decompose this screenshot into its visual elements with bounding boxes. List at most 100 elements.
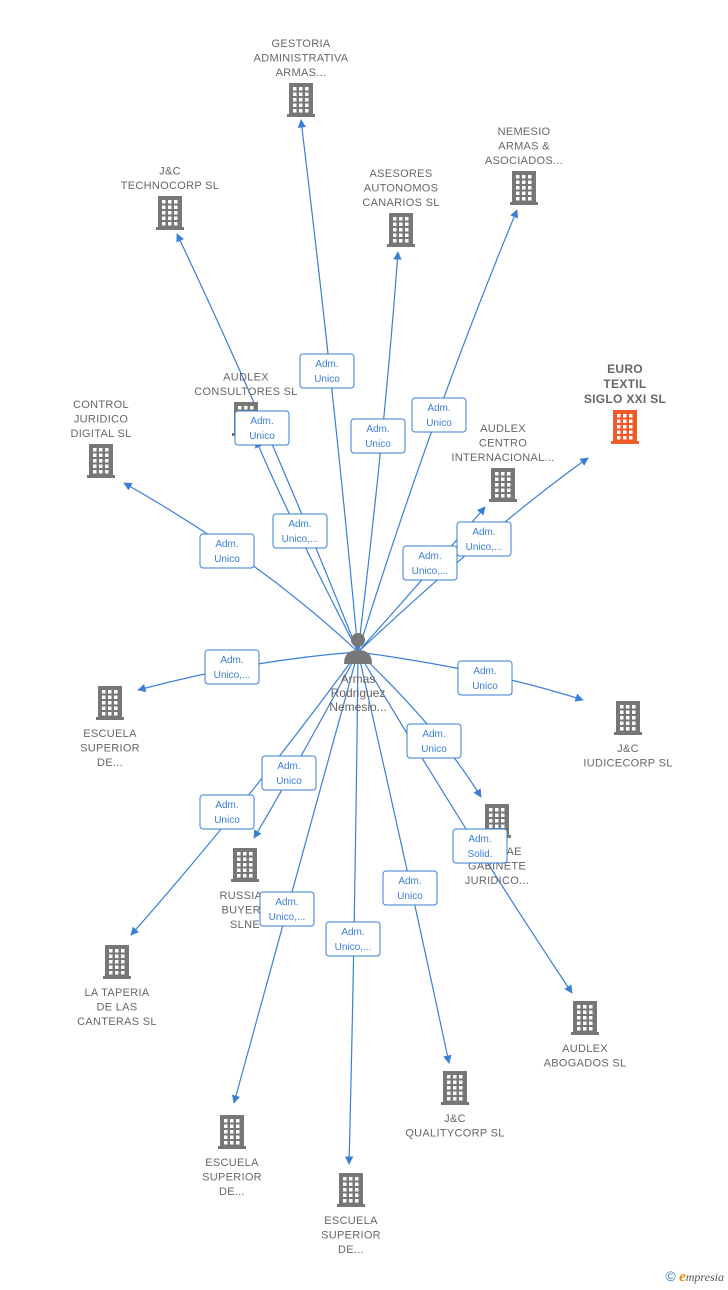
relation-label-jc_quality[interactable]: Adm.Unico xyxy=(382,870,438,906)
company-label-line: EURO xyxy=(607,362,643,376)
relation-label-escuela1[interactable]: Adm.Unico,... xyxy=(204,649,260,685)
relation-label-line: Adm. xyxy=(220,655,243,666)
relation-label-russian[interactable]: Adm.Unico xyxy=(261,755,317,791)
company-label-line: SIGLO XXI SL xyxy=(584,392,666,406)
company-node-escuela3[interactable]: ESCUELASUPERIORDE... xyxy=(321,1173,381,1256)
company-label-line: TECHNOCORP SL xyxy=(121,180,219,192)
company-node-escuela1[interactable]: ESCUELASUPERIORDE... xyxy=(80,686,140,769)
company-node-gestoria[interactable]: GESTORIAADMINISTRATIVAARMAS... xyxy=(254,38,349,117)
company-node-escuela2[interactable]: ESCUELASUPERIORDE... xyxy=(202,1115,262,1198)
relation-label-audlex_centro[interactable]: Adm. Unico,... xyxy=(402,545,458,581)
building-icon xyxy=(231,848,259,882)
company-node-tapería[interactable]: LA TAPERIA DE LAS CANTERAS SL xyxy=(77,945,157,1028)
company-label-line: J&C xyxy=(159,166,181,178)
relation-label-escuela2[interactable]: Adm.Unico,... xyxy=(259,891,315,927)
company-label-line: DE... xyxy=(338,1244,364,1256)
company-node-jc_techno[interactable]: J&C TECHNOCORP SL xyxy=(121,166,219,231)
company-label-line: ASOCIADOS... xyxy=(485,155,563,167)
company-label-line: RUSSIAN xyxy=(220,890,271,902)
building-icon xyxy=(387,213,415,247)
company-label-line: CANTERAS SL xyxy=(77,1016,157,1028)
nodes-layer: GESTORIAADMINISTRATIVAARMAS...NEMESIOARM… xyxy=(70,38,672,1256)
building-icon xyxy=(337,1173,365,1207)
relation-label-line: Unico xyxy=(276,776,302,787)
relation-labels-layer: Adm.UnicoAdm.UnicoAdm.UnicoAdm.UnicoAdm.… xyxy=(199,353,513,957)
company-label-line: INTERNACIONAL... xyxy=(451,452,554,464)
company-label-line: SLNE xyxy=(230,919,260,931)
company-label-line: AUDLEX xyxy=(480,423,526,435)
company-node-russian[interactable]: RUSSIAN BUYERS SLNE xyxy=(220,848,271,931)
company-label-line: LA TAPERIA xyxy=(85,987,150,999)
relation-label-jc_iudice[interactable]: Adm. Unico xyxy=(457,660,513,696)
relation-label-line: Adm. xyxy=(468,834,491,845)
relation-label-line: Unico xyxy=(214,554,240,565)
company-label-line: ASESORES xyxy=(370,168,433,180)
relation-label-line: Unico,... xyxy=(466,542,503,553)
company-label-line: CANARIOS SL xyxy=(362,197,439,209)
relation-label-line: Adm. xyxy=(418,551,441,562)
building-icon xyxy=(510,171,538,205)
center-person[interactable]: ArmasRodriguezNemesio... xyxy=(329,633,387,714)
company-label-line: SUPERIOR xyxy=(321,1230,381,1242)
relation-label-line: Adm. xyxy=(473,666,496,677)
company-label-line: CONTROL xyxy=(73,399,129,411)
relation-label-escuela3[interactable]: Adm.Unico,... xyxy=(325,921,381,957)
relation-label-line: Unico,... xyxy=(269,912,306,923)
relation-label-asesores[interactable]: Adm.Unico xyxy=(350,418,406,454)
person-name-line: Nemesio... xyxy=(329,700,386,714)
company-label-line: NEMESIO xyxy=(498,126,551,138)
building-icon xyxy=(489,468,517,502)
edge-escuela3 xyxy=(344,651,359,1165)
company-node-nemesio[interactable]: NEMESIO ARMAS & ASOCIADOS... xyxy=(485,126,563,205)
building-icon xyxy=(103,945,131,979)
relation-label-amorae[interactable]: Adm.Unico xyxy=(406,723,462,759)
relation-label-tapería[interactable]: Adm.Unico xyxy=(199,794,255,830)
relation-label-nemesio[interactable]: Adm.Unico xyxy=(411,397,467,433)
company-label-line: ARMAS & xyxy=(498,141,550,153)
relation-label-audlex_abog[interactable]: Adm.Solid. xyxy=(452,828,508,864)
edge-gestoria xyxy=(297,119,359,653)
company-label-line: IUDICECORP SL xyxy=(583,758,672,770)
relation-label-line: Adm. xyxy=(398,876,421,887)
company-label-line: ARMAS... xyxy=(276,67,327,79)
company-label-line: ADMINISTRATIVA xyxy=(254,53,349,65)
building-icon xyxy=(611,410,639,444)
relation-label-line: Unico xyxy=(249,431,275,442)
relation-label-control[interactable]: Adm.Unico xyxy=(199,533,255,569)
copyright-symbol: © xyxy=(665,1268,676,1284)
footer-brand[interactable]: © empresia xyxy=(665,1268,724,1286)
relation-label-line: Adm. xyxy=(472,527,495,538)
building-icon xyxy=(87,444,115,478)
relation-label-audlex_cons[interactable]: Adm.Unico,... xyxy=(272,513,328,549)
company-label-line: DIGITAL SL xyxy=(70,428,131,440)
company-label-line: TEXTIL xyxy=(603,377,646,391)
relation-label-jc_techno[interactable]: Adm.Unico xyxy=(234,410,290,446)
company-label-line: DE LAS xyxy=(97,1002,138,1014)
company-label-line: QUALITYCORP SL xyxy=(405,1128,504,1140)
relation-label-line: Unico,... xyxy=(335,942,372,953)
person-name-line: Armas xyxy=(341,672,376,686)
building-icon xyxy=(614,701,642,735)
relation-label-line: Adm. xyxy=(215,800,238,811)
relation-label-line: Adm. xyxy=(422,729,445,740)
company-label-line: DE... xyxy=(97,757,123,769)
relation-label-line: Unico xyxy=(472,681,498,692)
company-node-audlex_centro[interactable]: AUDLEXCENTROINTERNACIONAL... xyxy=(451,423,554,502)
relation-label-gestoria[interactable]: Adm.Unico xyxy=(299,353,355,389)
relation-label-line: Adm. xyxy=(366,424,389,435)
edge-audlex_abog xyxy=(357,651,573,994)
company-label-line: BUYERS xyxy=(221,905,268,917)
company-label-line: ABOGADOS SL xyxy=(544,1058,627,1070)
relation-label-line: Unico,... xyxy=(412,566,449,577)
person-icon xyxy=(344,633,372,664)
edge-russian xyxy=(253,651,359,839)
relation-label-euro[interactable]: Adm. Unico,... xyxy=(456,521,512,557)
company-label-line: CONSULTORES SL xyxy=(194,386,297,398)
